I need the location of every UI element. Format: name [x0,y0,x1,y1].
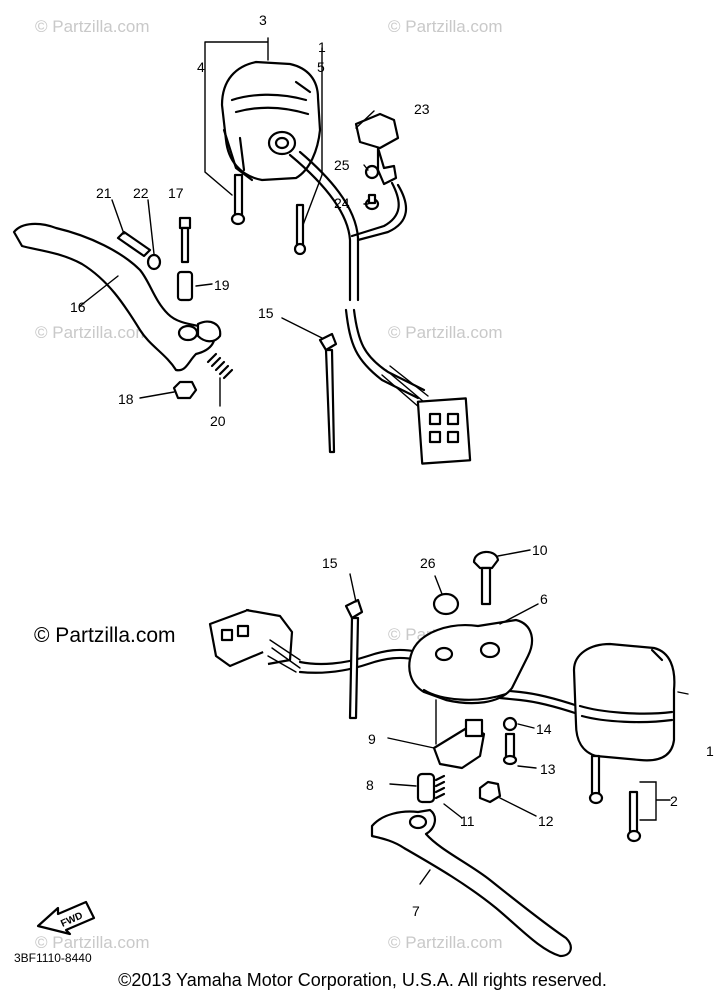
bolt-part-21 [116,230,152,258]
callout-24: 24 [334,195,350,211]
nut-part-25 [364,164,380,180]
connector-lower [208,608,301,673]
switch-housing-upper [220,60,322,182]
watermark-top-left: © Partzilla.com [35,17,150,36]
callout-10: 10 [532,542,548,558]
brake-lever [12,222,222,372]
switch-part-9 [432,718,486,770]
callout-20: 20 [210,413,226,429]
callout-15-upper: 15 [258,305,274,321]
callout-26: 26 [420,555,436,571]
wire-lower [298,648,420,666]
screw-part-10 [472,550,500,606]
watermark-mid-left: © Partzilla.com [35,323,150,342]
bolt-part-17 [178,216,192,264]
connector-upper [381,365,472,465]
cap-part-26 [432,592,460,616]
callout-6: 6 [540,591,548,607]
bracket-3-4 [204,37,269,196]
diagram-code: 3BF1110-8440 [14,951,92,965]
callout-22: 22 [133,185,149,201]
nut-part-22 [146,253,162,271]
fwd-arrow: FWD [36,900,96,936]
callout-15-lower: 15 [322,555,338,571]
callout-1-upper: 1 [318,39,326,55]
callout-3: 3 [259,12,267,28]
watermark-bottom-right: © Partzilla.com [388,933,503,952]
callout-11: 11 [460,813,475,829]
nut-part-12 [478,780,502,804]
watermark-top-right: © Partzilla.com [388,17,503,36]
callout-19: 19 [214,277,230,293]
callout-5: 5 [317,59,325,75]
cable-tie-upper [318,332,338,454]
spring-part-20 [206,352,234,380]
lever-holder-part-6 [408,618,534,705]
callout-12: 12 [538,813,554,829]
callout-17: 17 [168,185,184,201]
callout-8: 8 [366,777,374,793]
screw-part-24 [364,193,380,211]
screw-part-2b [626,790,642,843]
wire-upper [288,153,352,302]
leader-5 [302,47,323,226]
watermark-main: © Partzilla.com [34,624,176,647]
callout-16: 16 [70,299,86,315]
nut-part-18 [172,380,198,400]
callout-23: 23 [414,101,430,117]
screw-part-2a [588,754,604,805]
spring-part-11 [434,774,446,800]
watermark-mid-right: © Partzilla.com [388,323,503,342]
callout-18: 18 [118,391,134,407]
screw-part-5 [293,203,307,256]
callout-21: 21 [96,185,112,201]
callout-7: 7 [412,903,420,919]
switch-part-23 [354,112,400,186]
callout-2: 2 [670,793,678,809]
switch-housing-lower [572,642,676,762]
callout-13: 13 [540,761,556,777]
copyright-notice: ©2013 Yamaha Motor Corporation, U.S.A. A… [118,970,607,990]
nut-part-14 [502,716,518,732]
collar-part-8 [416,772,436,804]
watermark-bottom-left: © Partzilla.com [35,933,150,952]
callout-25: 25 [334,157,350,173]
collar-part-19 [176,270,194,302]
callout-1-lower: 1 [706,743,714,759]
screw-part-4 [230,173,246,226]
clutch-lever [370,808,572,958]
cable-tie-lower [344,598,364,720]
callout-14: 14 [536,721,552,737]
upper-assembly [12,37,472,465]
wire-switch-23 [356,183,408,242]
screw-part-13 [502,732,518,766]
callout-4: 4 [197,59,205,75]
callout-9: 9 [368,731,376,747]
lower-assembly [208,549,689,958]
